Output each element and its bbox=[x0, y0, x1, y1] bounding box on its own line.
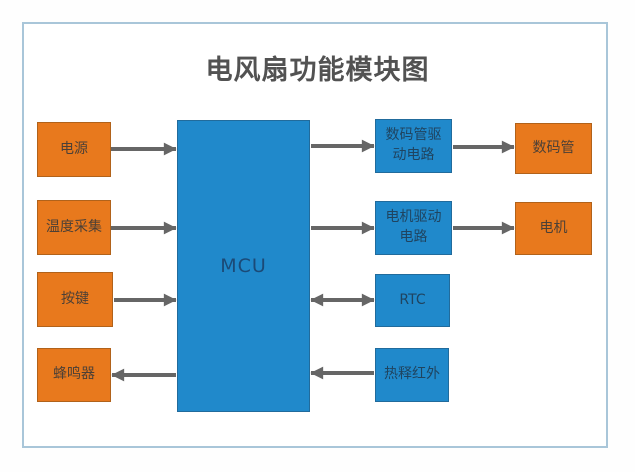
node-mcu: MCU bbox=[177, 120, 310, 412]
node-temp-collect: 温度采集 bbox=[37, 200, 111, 255]
node-pir: 热释红外 bbox=[375, 348, 449, 402]
diagram-title: 电风扇功能模块图 bbox=[205, 55, 430, 86]
node-buzzer: 蜂鸣器 bbox=[37, 348, 111, 402]
node-motor-driver: 电机驱动电路 bbox=[375, 201, 452, 255]
node-power: 电源 bbox=[37, 122, 111, 177]
node-rtc: RTC bbox=[375, 274, 450, 327]
node-digit-driver: 数码管驱动电路 bbox=[375, 119, 452, 173]
node-keys: 按键 bbox=[37, 272, 113, 327]
node-digit-display: 数码管 bbox=[515, 123, 592, 174]
node-motor: 电机 bbox=[515, 202, 592, 255]
